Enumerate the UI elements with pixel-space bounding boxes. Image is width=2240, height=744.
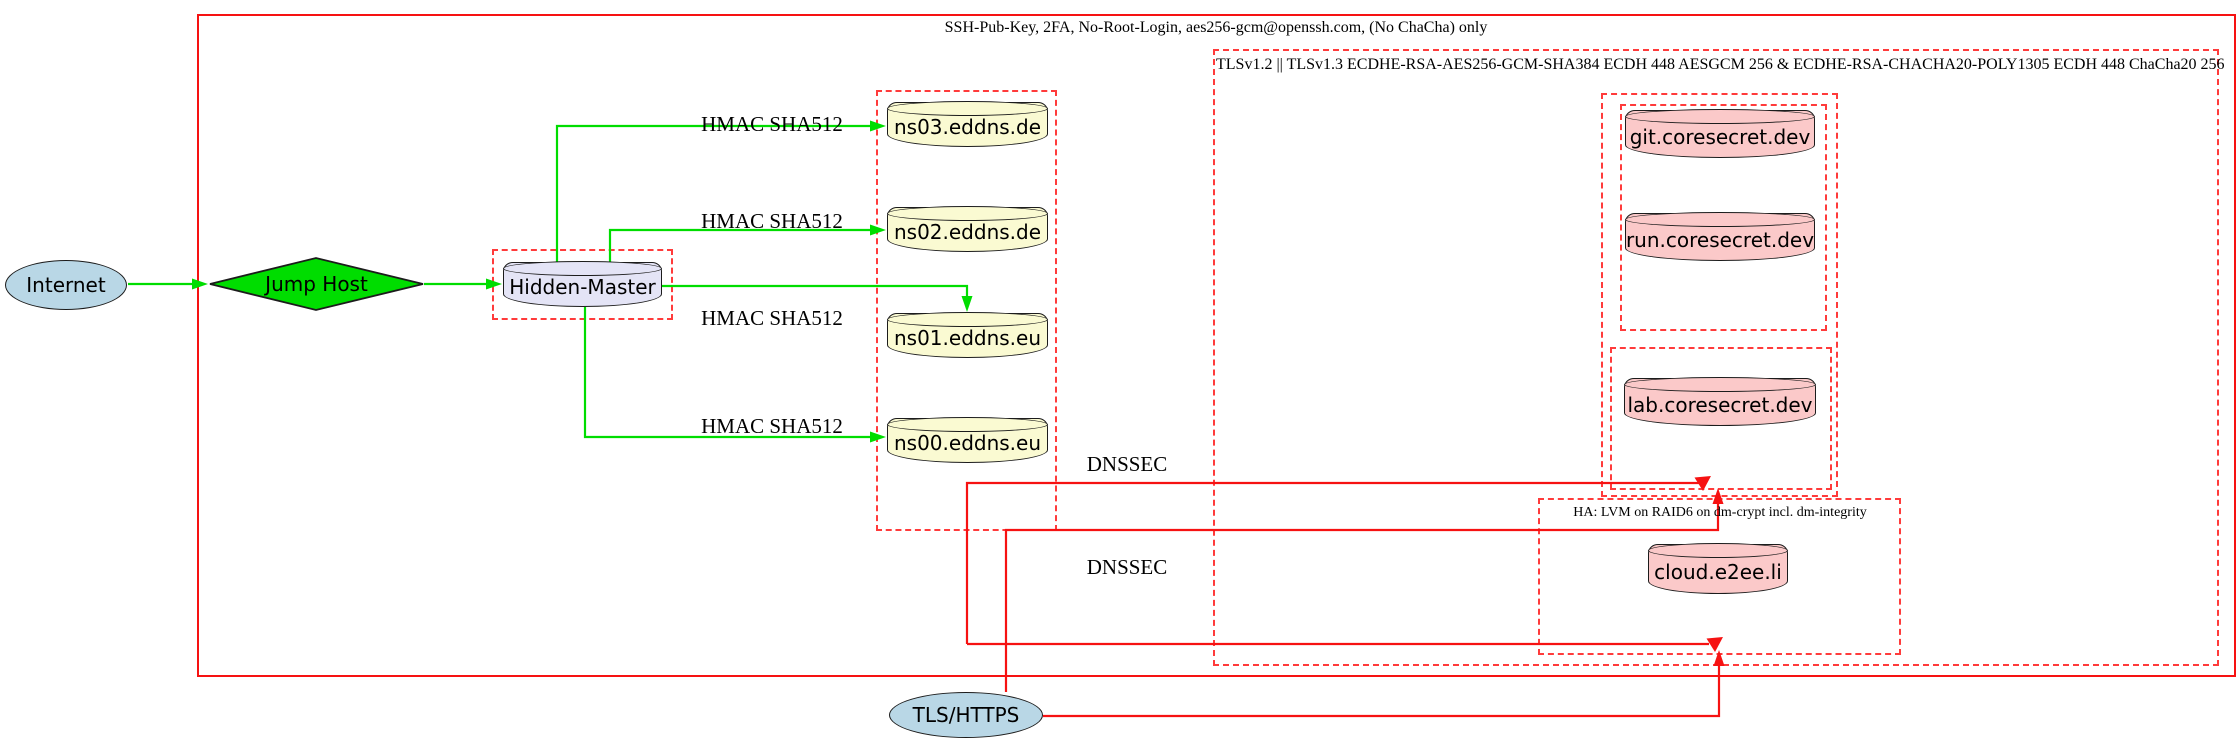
edge-label-hmac-ns03: HMAC SHA512 — [701, 112, 843, 136]
node-cloud: cloud.e2ee.li — [1648, 543, 1788, 594]
edge-label-dnssec-2: DNSSEC — [1086, 555, 1168, 579]
node-internet: Internet — [5, 260, 127, 310]
edge-label-hmac-ns02: HMAC SHA512 — [701, 209, 843, 233]
node-ns03: ns03.eddns.de — [887, 101, 1048, 147]
node-git: git.coresecret.dev — [1625, 109, 1815, 158]
edge-tlshttps-to-ha — [1043, 650, 1725, 718]
edge-hiddenmaster-to-ns03 — [555, 120, 886, 262]
node-lab: lab.coresecret.dev — [1624, 377, 1816, 426]
tls-cluster-label: TLSv1.2 || TLSv1.3 ECDHE-RSA-AES256-GCM-… — [1216, 56, 2225, 73]
node-ns02: ns02.eddns.de — [887, 206, 1048, 252]
edge-label-hmac-ns00: HMAC SHA512 — [701, 414, 843, 438]
node-jump-host-label: Jump Host — [265, 272, 368, 296]
lab-cluster-box — [1610, 347, 1832, 490]
ssh-cluster-label: SSH-Pub-Key, 2FA, No-Root-Login, aes256-… — [944, 19, 1488, 36]
node-ns00-label: ns00.eddns.eu — [893, 431, 1042, 455]
edge-internet-to-jumphost — [128, 278, 208, 290]
ha-cluster-label: HA: LVM on RAID6 on dm-crypt incl. dm-in… — [1573, 505, 1867, 520]
edge-tlshttps-to-coresecret — [1004, 488, 1724, 692]
edge-dnssec-to-coresecret — [965, 476, 1711, 644]
node-lab-label: lab.coresecret.dev — [1627, 392, 1813, 417]
node-ns01: ns01.eddns.eu — [887, 312, 1048, 358]
node-ns03-label: ns03.eddns.de — [893, 115, 1042, 139]
edge-jumphost-to-hiddenmaster — [424, 278, 502, 290]
node-ns02-label: ns02.eddns.de — [893, 220, 1042, 244]
edge-label-hmac-ns01: HMAC SHA512 — [701, 306, 843, 330]
node-git-label: git.coresecret.dev — [1629, 124, 1811, 149]
node-hidden-master-label: Hidden-Master — [509, 275, 656, 299]
edge-hiddenmaster-to-ns00 — [583, 307, 886, 443]
edge-dnssec-to-ha — [967, 637, 1723, 652]
node-cloud-label: cloud.e2ee.li — [1654, 559, 1782, 584]
node-internet-label: Internet — [26, 273, 106, 297]
git-run-cluster-box — [1620, 104, 1827, 331]
edge-hiddenmaster-to-ns01 — [662, 284, 973, 312]
jump-host-diamond-shape — [209, 257, 424, 311]
edge-hiddenmaster-to-ns02 — [608, 224, 886, 262]
node-run-label: run.coresecret.dev — [1625, 227, 1815, 252]
edge-label-dnssec-1: DNSSEC — [1086, 452, 1168, 476]
node-hidden-master: Hidden-Master — [503, 261, 662, 307]
node-ns01-label: ns01.eddns.eu — [893, 326, 1042, 350]
node-run: run.coresecret.dev — [1625, 212, 1815, 261]
node-ns00: ns00.eddns.eu — [887, 417, 1048, 463]
node-tls-https-label: TLS/HTTPS — [912, 703, 1020, 727]
ssh-cluster-box — [197, 14, 2236, 677]
node-tls-https: TLS/HTTPS — [889, 692, 1043, 738]
